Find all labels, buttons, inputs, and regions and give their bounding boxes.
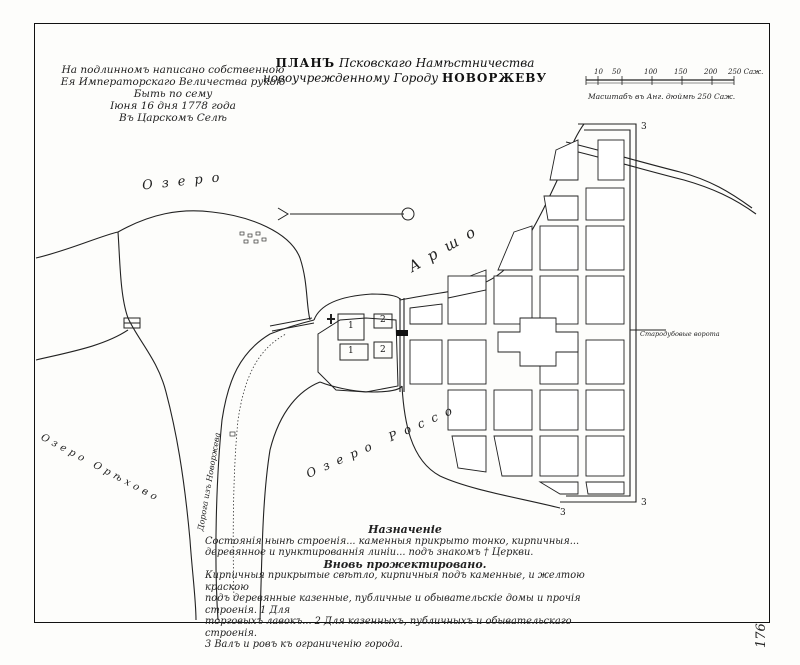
scale-bar [585,76,735,85]
bridge-left [123,317,141,329]
citadel [317,313,399,393]
city-blocks [409,139,625,495]
legend-text: Состоянія нынѣ строенія... каменныя прик… [205,535,580,559]
scale-tick: 250 Саж. [728,68,764,76]
citadel-number: 1 [348,346,354,356]
scale-caption: Масштабъ въ Анг. дюймѣ 250 Саж. [588,92,736,101]
bridge-citadel [269,317,315,332]
legend-text: торговыхъ лавокъ... 2 Для казенныхъ, пуб… [205,616,572,639]
rampart-number: 3 [641,122,647,132]
dotted-road [232,333,287,601]
legend-text: Кирпичныя прикрытые свѣтло, кирпичныя по… [205,570,585,593]
scale-tick: 10 [594,68,603,76]
legend-heading: Вновь прожектировано. [323,557,487,571]
scale-tick: 150 [674,68,688,76]
title-town-name: НОВОРЖЕВУ [441,71,548,85]
approval-note-line: Iюня 16 дня 1778 года [110,100,236,112]
map-frame [34,23,770,623]
scale-tick: 50 [612,68,621,76]
citadel-shore [313,293,403,393]
river-right-bank [259,381,321,621]
river-northeast [565,141,753,209]
map-legend: Назначеніе Состоянія нынѣ строенія... ка… [205,524,605,651]
citadel-cross [327,314,335,324]
scale-tick: 100 [644,68,658,76]
map-title: ПЛАНЪ Псковскаго Намѣстничества новоучре… [205,56,605,86]
orekhovo-shore [35,329,129,361]
scale-tick: 200 [704,68,718,76]
compass-needle [277,207,415,221]
rampart-number: 3 [641,498,647,508]
approval-note-line: На подлинномъ написано собственною [61,64,285,76]
approval-note: На подлинномъ написано собственною Ея Им… [58,64,288,124]
legend-heading: Назначеніе [368,523,442,536]
title-line2: новоучрежденному Городу [262,71,439,85]
gate-marker [396,330,408,336]
approval-note-line: Быть по сему [133,88,213,100]
citadel-number: 1 [348,321,354,331]
legend-text: подъ деревянные казенные, публичные и об… [205,593,581,616]
gate-label: Стародубовые ворота [640,330,720,338]
approval-note-line: Въ Царскомъ Селѣ [119,112,227,124]
citadel-number: 2 [380,315,386,325]
peninsula-coast-west [117,231,197,621]
upper-lake-shore [35,210,311,321]
rampart-number: 3 [560,508,566,518]
village-marks [229,231,267,437]
page-number: 176 [754,623,769,648]
city-south-shore [401,385,561,509]
approval-note-line: Ея Императорскаго Величества рукою [60,76,286,88]
city-inner-wall [399,298,405,392]
citadel-number: 2 [380,345,386,355]
title-line1: Псковскаго Намѣстничества [338,56,535,70]
title-word-plan: ПЛАНЪ [275,56,336,70]
city-rampart [560,123,666,503]
legend-text: 3 Валъ и ровъ къ ограниченію города. [205,639,403,650]
